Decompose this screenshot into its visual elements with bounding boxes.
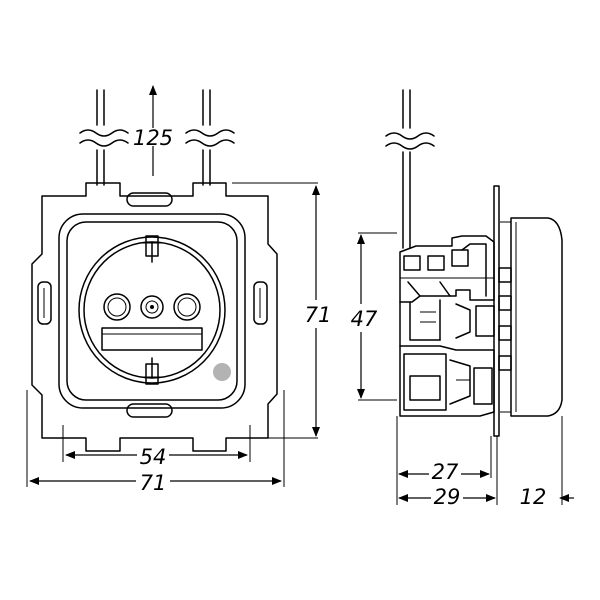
bottom-slot bbox=[126, 403, 173, 418]
cable-left bbox=[79, 89, 129, 186]
upper-housing bbox=[399, 235, 495, 303]
cable-spacing-label: 125 bbox=[133, 126, 173, 150]
cable-right bbox=[185, 89, 235, 186]
top-slot bbox=[126, 192, 173, 207]
front-view: 125 bbox=[26, 85, 332, 495]
indicator-dot bbox=[213, 363, 231, 381]
left-clip bbox=[37, 281, 52, 325]
socket-outer-ring bbox=[78, 236, 226, 384]
frame-height-label: 71 bbox=[305, 303, 332, 327]
frame-width-label: 71 bbox=[140, 471, 167, 495]
inner-width-label: 54 bbox=[140, 445, 167, 469]
upper-terminal-1 bbox=[403, 255, 421, 271]
side-cover bbox=[510, 217, 563, 417]
earth-clip-top bbox=[140, 235, 164, 263]
pin-hole-left bbox=[103, 293, 131, 321]
side-height-label: 47 bbox=[351, 307, 378, 331]
upper-terminal-3 bbox=[451, 249, 469, 267]
cover-plate-outer bbox=[58, 213, 246, 409]
depth-total-label: 29 bbox=[434, 485, 461, 509]
center-screw bbox=[140, 295, 164, 319]
side-view: 47 27 29 12 bbox=[348, 89, 574, 510]
side-cable bbox=[385, 89, 435, 249]
cover-depth-label: 12 bbox=[520, 485, 547, 509]
right-clip bbox=[253, 281, 268, 325]
cover-ribs bbox=[498, 267, 512, 371]
middle-section bbox=[399, 299, 495, 347]
earth-clip-bottom bbox=[140, 357, 164, 385]
shutter-bar bbox=[101, 327, 203, 351]
upper-terminal-2 bbox=[427, 255, 445, 271]
lower-terminal-block bbox=[403, 353, 447, 411]
lower-housing bbox=[399, 345, 495, 417]
depth-body-label: 27 bbox=[432, 460, 459, 484]
pin-hole-right bbox=[173, 293, 201, 321]
